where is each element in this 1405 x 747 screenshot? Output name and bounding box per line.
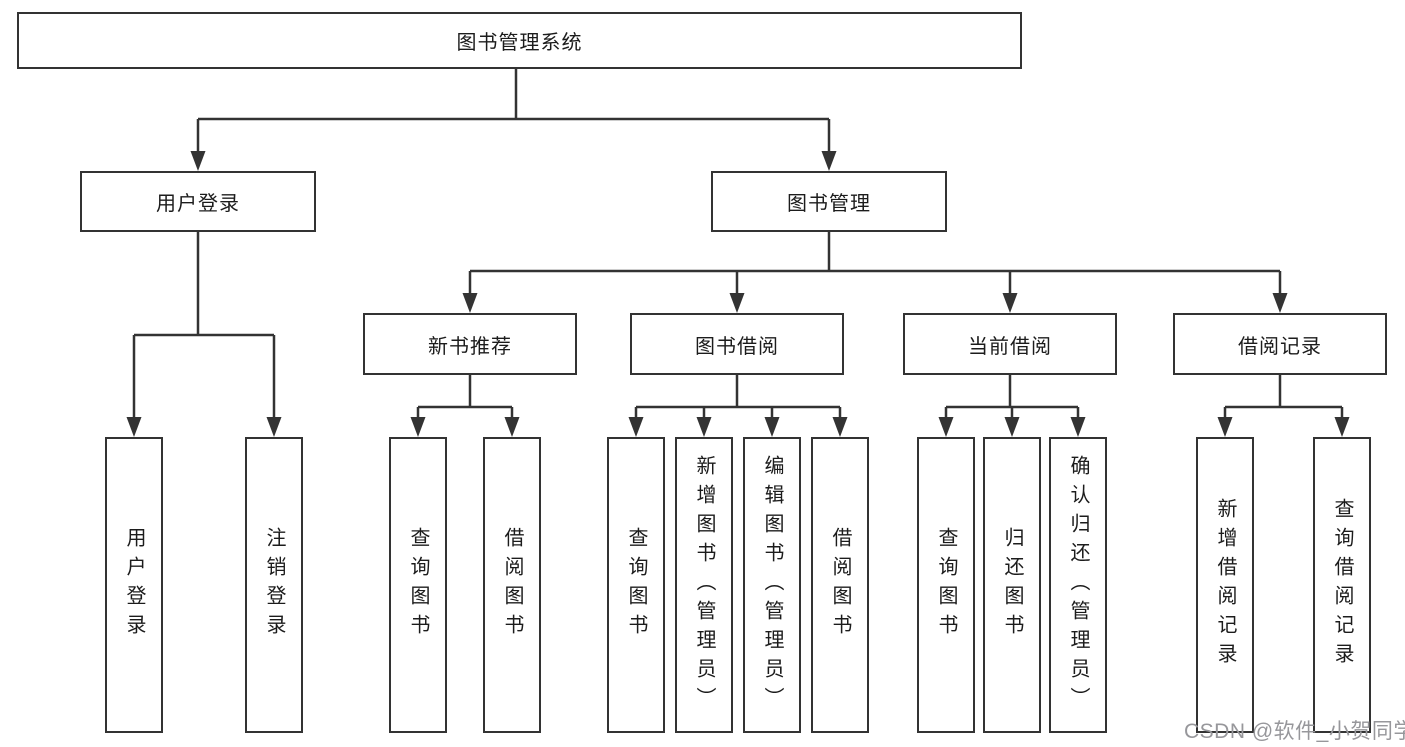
arrow-down-icon xyxy=(696,417,712,437)
leaf-label: 借阅图书 xyxy=(829,527,851,643)
node-library-management-system: 图书管理系统 xyxy=(17,12,1022,69)
leaf-borrow-books-recommend: 借阅图书 xyxy=(483,437,541,733)
node-label: 借阅记录 xyxy=(1238,335,1322,358)
node-new-book-recommendation: 新书推荐 xyxy=(363,313,577,375)
node-user-login: 用户登录 xyxy=(80,171,316,232)
leaf-label: 查询图书 xyxy=(625,527,647,643)
node-label: 当前借阅 xyxy=(968,335,1052,358)
leaf-search-books-current: 查询图书 xyxy=(917,437,975,733)
leaf-label: 新增借阅记录 xyxy=(1214,498,1236,672)
csdn-watermark: CSDN @软件_小贺同学 xyxy=(1184,720,1405,743)
leaf-label: 查询图书 xyxy=(407,527,429,643)
node-book-borrowing: 图书借阅 xyxy=(630,313,844,375)
node-current-borrowing: 当前借阅 xyxy=(903,313,1117,375)
leaf-label: 查询借阅记录 xyxy=(1331,498,1353,672)
leaf-search-borrow-record: 查询借阅记录 xyxy=(1313,437,1371,733)
leaf-logout: 注销登录 xyxy=(245,437,303,733)
arrow-down-icon xyxy=(1217,417,1233,437)
leaf-label: 归还图书 xyxy=(1001,527,1023,643)
node-label: 图书管理 xyxy=(787,193,871,215)
arrow-down-icon xyxy=(628,417,644,437)
node-label: 图书管理系统 xyxy=(456,32,583,54)
arrow-down-icon xyxy=(938,417,954,437)
node-label: 用户登录 xyxy=(156,193,240,215)
node-borrowing-records: 借阅记录 xyxy=(1173,313,1387,375)
node-label: 图书借阅 xyxy=(695,335,779,358)
node-book-management: 图书管理 xyxy=(711,171,947,232)
leaf-add-borrow-record: 新增借阅记录 xyxy=(1196,437,1254,733)
arrow-down-icon xyxy=(764,417,780,437)
leaf-confirm-return-admin: 确认归还（管理员） xyxy=(1049,437,1107,733)
leaf-label: 确认归还（管理员） xyxy=(1067,454,1089,716)
leaf-label: 注销登录 xyxy=(263,527,285,643)
leaf-label: 借阅图书 xyxy=(501,527,523,643)
leaf-user-login: 用户登录 xyxy=(105,437,163,733)
arrow-down-icon xyxy=(462,293,478,313)
leaf-add-books-admin: 新增图书（管理员） xyxy=(675,437,733,733)
leaf-return-books: 归还图书 xyxy=(983,437,1041,733)
leaf-label: 新增图书（管理员） xyxy=(693,454,715,716)
leaf-search-books-borrowing: 查询图书 xyxy=(607,437,665,733)
arrow-down-icon xyxy=(1004,417,1020,437)
arrow-down-icon xyxy=(1002,293,1018,313)
leaf-edit-books-admin: 编辑图书（管理员） xyxy=(743,437,801,733)
leaf-label: 查询图书 xyxy=(935,527,957,643)
arrow-down-icon xyxy=(832,417,848,437)
arrow-down-icon xyxy=(821,151,837,171)
arrow-down-icon xyxy=(729,293,745,313)
leaf-label: 编辑图书（管理员） xyxy=(761,454,783,716)
arrow-down-icon xyxy=(504,417,520,437)
leaf-borrow-books-borrowing: 借阅图书 xyxy=(811,437,869,733)
leaf-label: 用户登录 xyxy=(123,527,145,643)
arrow-down-icon xyxy=(266,417,282,437)
arrow-down-icon xyxy=(126,417,142,437)
arrow-down-icon xyxy=(410,417,426,437)
arrow-down-icon xyxy=(190,151,206,171)
arrow-down-icon xyxy=(1272,293,1288,313)
arrow-down-icon xyxy=(1070,417,1086,437)
leaf-search-books-recommend: 查询图书 xyxy=(389,437,447,733)
arrow-down-icon xyxy=(1334,417,1350,437)
node-label: 新书推荐 xyxy=(428,335,512,358)
